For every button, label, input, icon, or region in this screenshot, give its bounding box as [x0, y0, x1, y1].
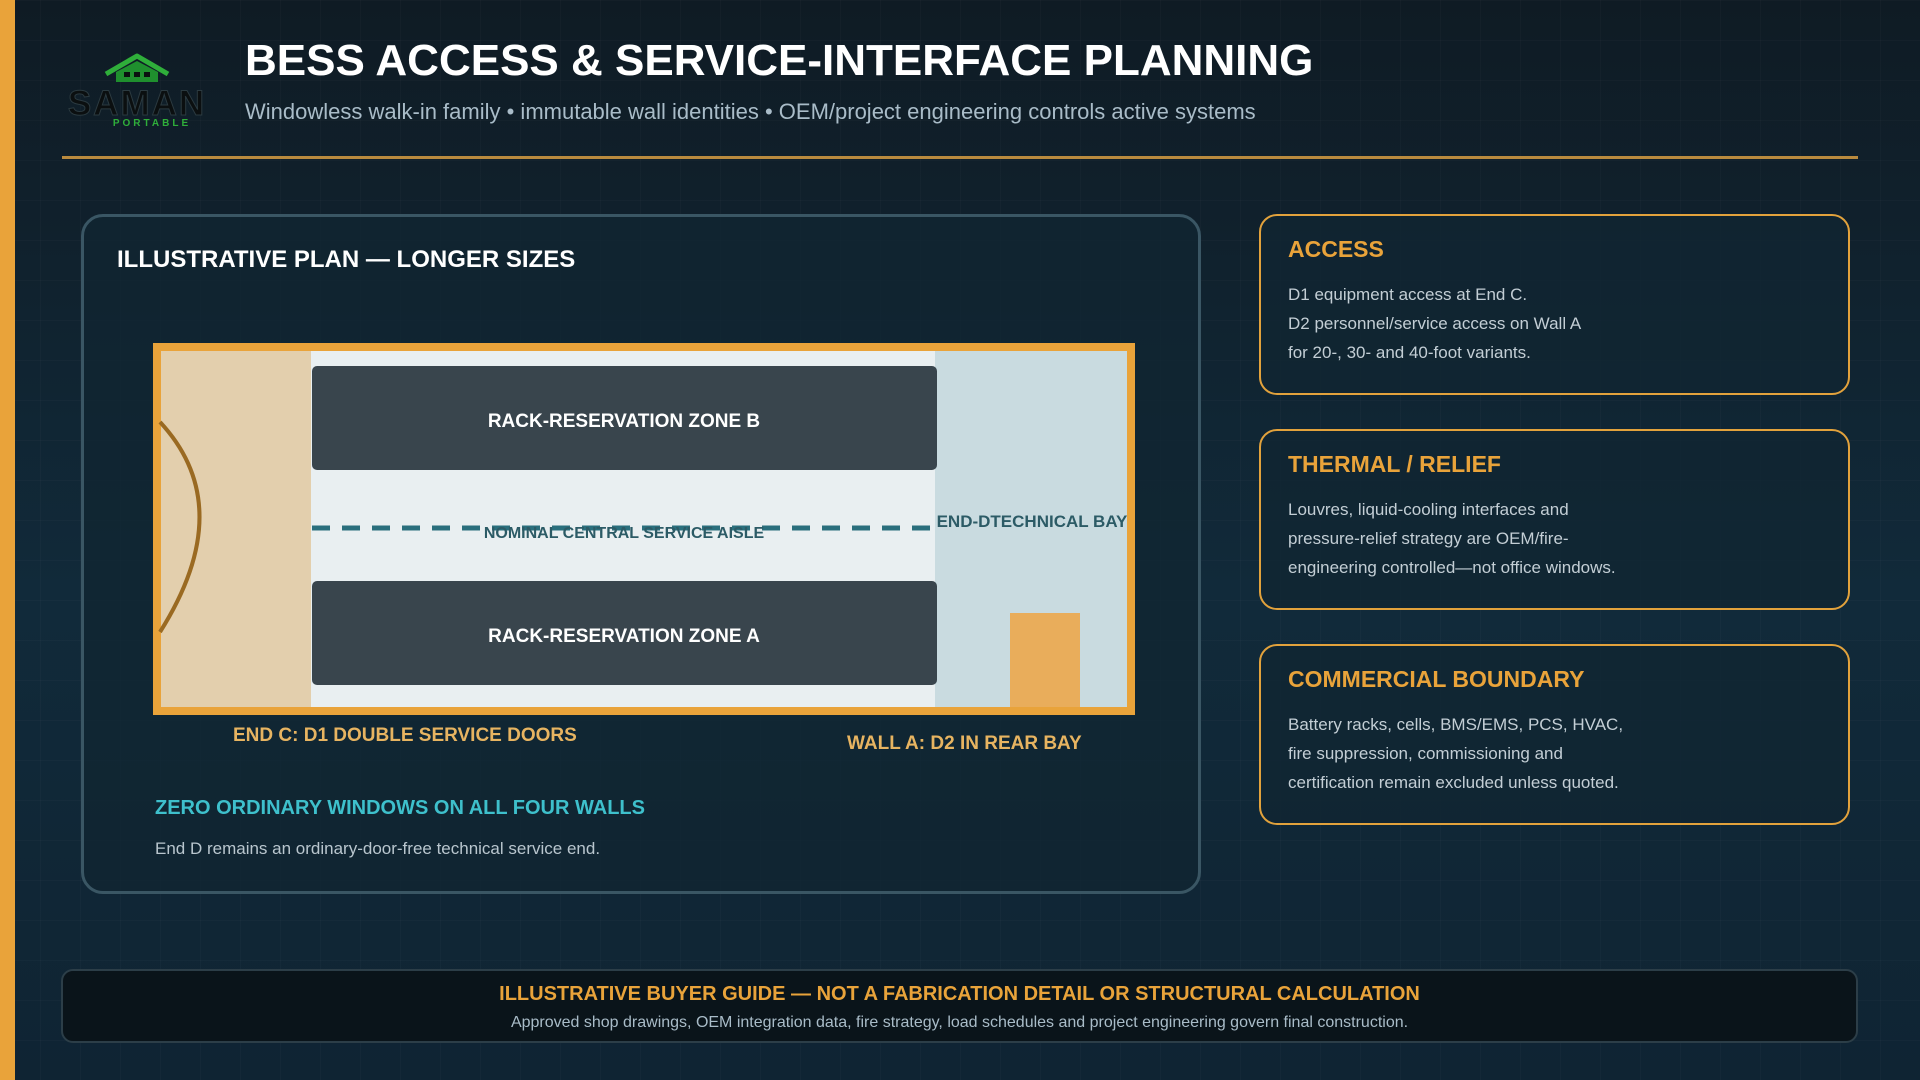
door-swing-arc [158, 420, 202, 634]
d2-door-marker [1010, 613, 1080, 707]
floor-plan-diagram: RACK-RESERVATION ZONE B RACK-RESERVATION… [153, 343, 1135, 715]
windows-heading: ZERO ORDINARY WINDOWS ON ALL FOUR WALLS [155, 797, 645, 819]
plan-heading: ILLUSTRATIVE PLAN — LONGER SIZES [117, 246, 576, 273]
access-card: ACCESS D1 equipment access at End C. D2 … [1259, 214, 1850, 395]
card-line: Battery racks, cells, BMS/EMS, PCS, HVAC… [1288, 715, 1624, 734]
footer-disclaimer: ILLUSTRATIVE BUYER GUIDE — NOT A FABRICA… [61, 969, 1858, 1043]
card-line: for 20-, 30- and 40-foot variants. [1288, 343, 1531, 362]
end-c-caption: END C: D1 DOUBLE SERVICE DOORS [233, 725, 577, 746]
page-subtitle: Windowless walk-in family • immutable wa… [245, 99, 1256, 124]
card-line: D1 equipment access at End C. [1288, 285, 1528, 304]
page-title: BESS ACCESS & SERVICE-INTERFACE PLANNING [245, 36, 1314, 85]
windows-note: End D remains an ordinary-door-free tech… [155, 839, 601, 858]
rack-zone-b [312, 366, 937, 470]
plan-panel: ILLUSTRATIVE PLAN — LONGER SIZES RACK-RE… [81, 214, 1201, 894]
left-accent-bar [0, 0, 15, 1080]
house-logo-icon [104, 53, 170, 82]
end-c-bay [161, 351, 311, 707]
zone-b-label: RACK-RESERVATION ZONE B [488, 411, 760, 432]
footer-note: Approved shop drawings, OEM integration … [510, 1014, 1409, 1031]
aisle-label: NOMINAL CENTRAL SERVICE AISLE [484, 525, 765, 542]
logo-wordmark: SAMAN [67, 84, 207, 123]
zone-a-label: RACK-RESERVATION ZONE A [488, 626, 760, 647]
end-d-label: END-DTECHNICAL BAY [937, 512, 1128, 531]
commercial-boundary-card: COMMERCIAL BOUNDARY Battery racks, cells… [1259, 644, 1850, 825]
company-logo: SAMAN PORTABLE [66, 52, 208, 130]
card-title: ACCESS [1288, 236, 1384, 262]
card-title: COMMERCIAL BOUNDARY [1288, 666, 1585, 692]
thermal-relief-card: THERMAL / RELIEF Louvres, liquid-cooling… [1259, 429, 1850, 610]
logo-tagline: PORTABLE [112, 118, 192, 129]
card-line: D2 personnel/service access on Wall A [1288, 314, 1582, 333]
card-line: certification remain excluded unless quo… [1288, 773, 1619, 792]
card-line: Louvres, liquid-cooling interfaces and [1288, 500, 1569, 519]
rack-zone-a [312, 581, 937, 685]
wall-a-caption: WALL A: D2 IN REAR BAY [847, 733, 1082, 754]
footer-title: ILLUSTRATIVE BUYER GUIDE — NOT A FABRICA… [499, 983, 1420, 1005]
card-line: pressure-relief strategy are OEM/fire- [1288, 529, 1569, 548]
header-divider [62, 156, 1858, 159]
card-line: engineering controlled—not office window… [1288, 558, 1616, 577]
card-title: THERMAL / RELIEF [1288, 451, 1501, 477]
card-line: fire suppression, commissioning and [1288, 744, 1563, 763]
